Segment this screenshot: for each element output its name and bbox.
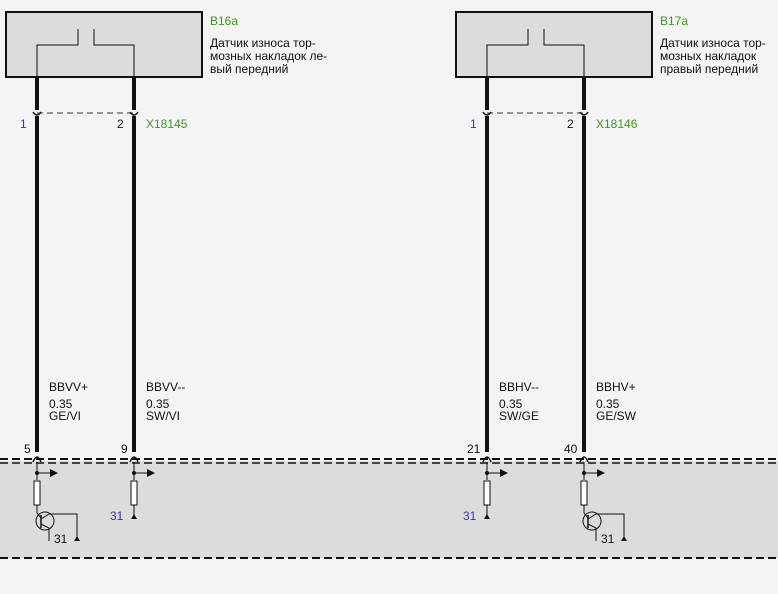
- end-pin-number: 21: [467, 442, 481, 456]
- ground-label: 31: [110, 509, 124, 523]
- wire-color: GE/SW: [596, 409, 637, 423]
- connector-socket-icon: [32, 111, 42, 116]
- contact-line: [93, 29, 135, 77]
- connector-id[interactable]: X18146: [596, 117, 638, 131]
- wire-size: 0.35: [499, 397, 523, 411]
- transistor-emitter-lead: [40, 523, 50, 541]
- ground-icon: [621, 536, 627, 541]
- wire-name: BBVV--: [146, 380, 185, 394]
- transistor-lead: [583, 512, 589, 519]
- transistor-emitter-lead: [587, 523, 597, 541]
- resistor-icon: [130, 480, 138, 506]
- wire-size: 0.35: [146, 397, 170, 411]
- input-circuit-transistor: 31: [580, 462, 627, 546]
- wire-size: 0.35: [49, 397, 73, 411]
- transistor-icon: [582, 511, 602, 531]
- arrow-icon: [50, 469, 58, 477]
- connector-socket-icon: [129, 111, 139, 116]
- resistor-icon: [483, 480, 491, 506]
- component-description: Датчик износа тор-: [210, 36, 316, 50]
- arrow-icon: [147, 469, 155, 477]
- component-description: мозных накладок: [660, 49, 757, 63]
- wire-color: GE/VI: [49, 409, 81, 423]
- connector-pin-icon: [482, 456, 492, 463]
- connector-pin-icon: [32, 456, 42, 463]
- transistor-icon: [35, 511, 55, 531]
- transistor-lead: [36, 512, 42, 519]
- wire-name: BBHV+: [596, 380, 636, 394]
- pin-number: 2: [117, 117, 124, 131]
- pin-number: 1: [470, 117, 477, 131]
- arrow-icon: [500, 469, 508, 477]
- component-description: Датчик износа тор-: [660, 36, 766, 50]
- ground-label: 31: [463, 509, 477, 523]
- transistor-collector-lead: [40, 513, 78, 538]
- wire-name: BBVV+: [49, 380, 88, 394]
- wire-color: SW/GE: [499, 409, 539, 423]
- connector-socket-icon: [579, 111, 589, 116]
- connector-pin-icon: [129, 456, 139, 463]
- component-description: вый передний: [210, 62, 288, 76]
- ground-label: 31: [601, 532, 615, 546]
- pin-number: 2: [567, 117, 574, 131]
- wire-color: SW/VI: [146, 409, 180, 423]
- connector-socket-icon: [482, 111, 492, 116]
- ground-icon: [131, 514, 137, 519]
- connector-id[interactable]: X18145: [146, 117, 188, 131]
- component-description: мозных накладок ле-: [210, 49, 327, 63]
- component-description: правый передний: [660, 62, 758, 76]
- input-circuit-transistor: 31: [33, 462, 80, 546]
- wire-name: BBHV--: [499, 380, 539, 394]
- wire-size: 0.35: [596, 397, 620, 411]
- input-circuit-resistor: 31: [463, 462, 508, 523]
- component-id[interactable]: B17a: [660, 14, 688, 28]
- ground-icon: [484, 514, 490, 519]
- end-pin-number: 9: [121, 442, 128, 456]
- contact-line: [36, 29, 79, 77]
- input-circuit-resistor: 31: [110, 462, 155, 523]
- resistor-icon: [33, 480, 41, 506]
- resistor-icon: [580, 480, 588, 506]
- arrow-icon: [597, 469, 605, 477]
- contact-line: [543, 29, 585, 77]
- ground-label: 31: [54, 532, 68, 546]
- ground-icon: [74, 536, 80, 541]
- contact-line: [486, 29, 529, 77]
- transistor-collector-lead: [587, 513, 625, 538]
- component-id[interactable]: B16a: [210, 14, 238, 28]
- end-pin-number: 40: [564, 442, 578, 456]
- connector-pin-icon: [579, 456, 589, 463]
- control-unit-area: [0, 461, 778, 558]
- pin-number: 1: [20, 117, 27, 131]
- end-pin-number: 5: [24, 442, 31, 456]
